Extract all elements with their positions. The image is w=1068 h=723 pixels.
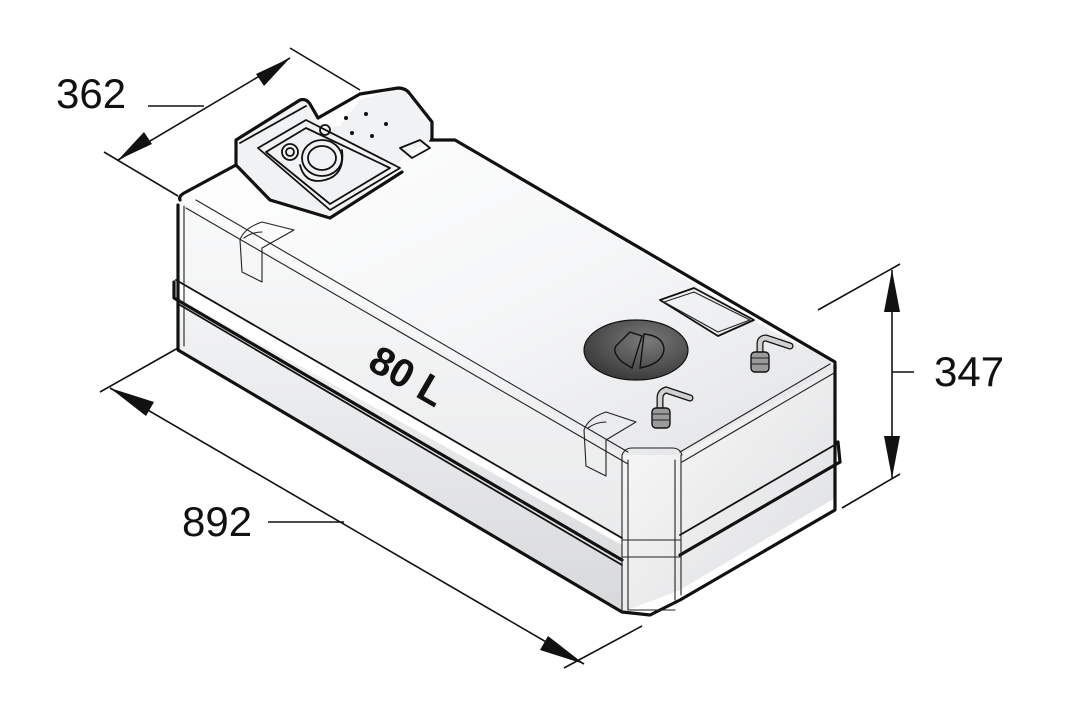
dimension-height: 347 <box>817 263 1004 509</box>
dimension-width: 362 <box>56 47 361 197</box>
inspection-lid-icon <box>234 86 434 220</box>
label-plate-icon <box>659 287 755 337</box>
height-dimension-label: 347 <box>934 348 1004 395</box>
dimension-length: 892 <box>99 347 643 669</box>
elbow-connector-1 <box>651 386 694 429</box>
tank-body <box>172 138 842 617</box>
elbow-connector-2 <box>750 334 794 373</box>
strap-clip-left <box>239 221 295 283</box>
strap-clip-right <box>583 411 637 477</box>
width-dimension-label: 362 <box>56 70 126 117</box>
round-cap-icon <box>583 319 689 381</box>
length-dimension-label: 892 <box>182 498 252 545</box>
